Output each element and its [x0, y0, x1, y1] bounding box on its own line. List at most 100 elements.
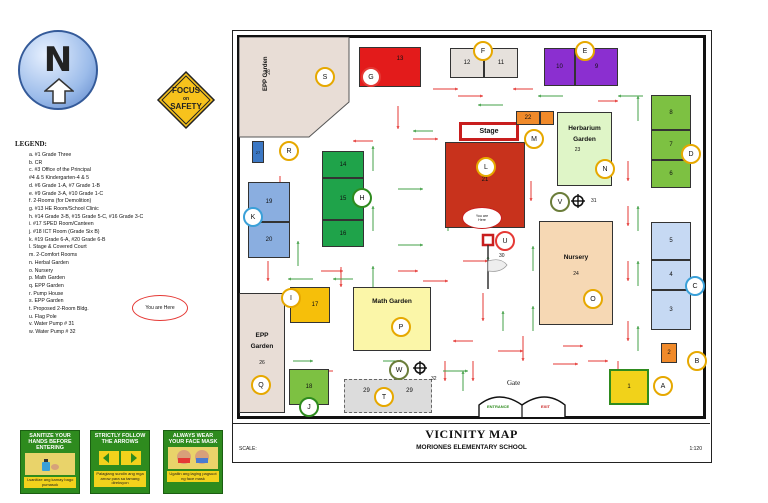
- marker-n: N: [595, 159, 615, 179]
- direction-arrow-head: [420, 243, 423, 247]
- direction-arrow-head: [478, 103, 481, 107]
- room-20: 20: [248, 222, 290, 258]
- warning-diamond-icon: [156, 70, 216, 130]
- legend-you-are-here-text: You are Here: [145, 305, 175, 311]
- legend-item: v. Water Pump # 31: [29, 321, 75, 328]
- room-19-label: 19: [265, 199, 273, 205]
- direction-arrow-head: [520, 349, 523, 353]
- marker-g: G: [361, 67, 381, 87]
- epp-garden-left: EPP Garden 26: [239, 293, 285, 413]
- water-pump-31-icon: [571, 194, 585, 208]
- math-garden: Math Garden: [353, 287, 431, 351]
- direction-arrow-head: [636, 326, 640, 329]
- school-boundary: [237, 35, 706, 419]
- direction-arrow-head: [605, 359, 608, 363]
- direction-arrow-head: [353, 139, 356, 143]
- marker-u: U: [495, 231, 515, 251]
- room-4-label: 4: [669, 272, 673, 278]
- arrows-icon: [95, 447, 145, 469]
- marker-w: W: [389, 360, 409, 380]
- epp-garden-left-label: EPP Garden: [250, 332, 274, 350]
- marker-o: O: [583, 289, 603, 309]
- herbarium-garden-label: Herbarium Garden: [568, 125, 601, 143]
- marker-l: L: [476, 157, 496, 177]
- poster-arrows-head: STRICTLY FOLLOW THE ARROWS: [94, 433, 146, 445]
- direction-arrow-head: [636, 96, 640, 99]
- room-11-label: 11: [497, 60, 505, 66]
- legend-title: LEGEND:: [15, 140, 47, 148]
- room-8: 8: [651, 95, 691, 130]
- poster-arrows-foot: Palagiang sundin ang mga arrow para sa t…: [94, 471, 146, 487]
- legend-item: a. #1 Grade Three: [29, 152, 72, 158]
- legend-you-are-here: You are Here: [132, 295, 188, 321]
- direction-arrow-head: [538, 94, 541, 98]
- compass: N: [18, 30, 98, 110]
- direction-arrow-head: [481, 318, 485, 321]
- direction-arrow-head: [296, 241, 300, 244]
- room-27: 27: [252, 141, 264, 163]
- map-title: VICINITY MAP: [425, 427, 518, 441]
- room-28: 28: [265, 69, 272, 75]
- direction-arrow-head: [531, 246, 535, 249]
- marker-e: E: [575, 41, 595, 61]
- legend-item: r. Pump House: [29, 290, 64, 297]
- room-14: 14: [322, 151, 364, 178]
- marker-v: V: [550, 192, 570, 212]
- legend-item: j. #18 ICT Room (Grade Six B): [29, 229, 100, 236]
- sign-line3: SAFETY: [170, 102, 202, 111]
- sanitizer-icon: [25, 453, 75, 475]
- direction-arrow-head: [371, 146, 375, 149]
- room-2: 2: [661, 343, 677, 363]
- room-3-label: 3: [669, 307, 673, 313]
- room-6-label: 6: [669, 171, 673, 177]
- map-you-are-here: You are Here: [462, 207, 502, 229]
- direction-arrow-head: [443, 378, 447, 381]
- focus-on-safety-sign: FOCUS on SAFETY: [156, 70, 216, 130]
- legend-item: e. #9 Grade 3-A, #10 Grade 1-C: [29, 190, 104, 197]
- direction-arrow-head: [636, 261, 640, 264]
- room-15-label: 15: [339, 196, 347, 202]
- direction-arrow-head: [580, 344, 583, 348]
- legend-item: q. EPP Garden: [29, 282, 64, 289]
- direction-arrow-head: [618, 94, 621, 98]
- room-31-label: 31: [591, 198, 597, 204]
- direction-arrow-head: [413, 129, 416, 133]
- direction-arrow-head: [453, 339, 456, 343]
- room-11: 11: [484, 48, 518, 78]
- direction-arrow-head: [415, 269, 418, 273]
- legend-item: k. #19 Grade 6-A, #20 Grade 6-B: [29, 236, 106, 243]
- legend-item: p. Math Garden: [29, 275, 66, 282]
- direction-arrow-head: [371, 206, 375, 209]
- room-8-label: 8: [669, 109, 673, 116]
- nursery: Nursery 24: [539, 221, 613, 325]
- room-23-label: 23: [574, 147, 581, 153]
- room-17-label: 17: [311, 302, 319, 308]
- poster-face-mask: ALWAYS WEAR YOUR FACE MASK Ugaliin ang l…: [163, 430, 223, 494]
- room-1: 1: [609, 369, 649, 405]
- room-22-label: 22: [524, 115, 532, 121]
- poster-sanitize: SANITIZE YOUR HANDS BEFORE ENTERING I-sa…: [20, 430, 80, 494]
- direction-arrow-head: [310, 359, 313, 363]
- room-30-label: 30: [499, 253, 505, 259]
- direction-arrow-head: [626, 278, 630, 281]
- room-5-label: 5: [669, 238, 673, 244]
- direction-arrow-head: [420, 187, 423, 191]
- stage: Stage: [459, 122, 519, 141]
- direction-arrow-head: [531, 306, 535, 309]
- stage-label: Stage: [479, 128, 499, 135]
- room-9-label: 9: [594, 64, 599, 70]
- gate-icon: [478, 396, 566, 417]
- room-16-label: 16: [339, 230, 347, 237]
- room-3: 3: [651, 290, 691, 330]
- school-name: MORIONES ELEMENTARY SCHOOL: [416, 444, 527, 451]
- marker-i: I: [281, 288, 301, 308]
- marker-d: D: [681, 144, 701, 164]
- room-13-label: 13: [396, 56, 404, 62]
- room-20-label: 20: [265, 237, 273, 243]
- direction-arrow-head: [396, 126, 400, 129]
- face-mask-icon: [168, 447, 218, 469]
- marker-c: C: [685, 276, 705, 296]
- sign-line1: FOCUS: [172, 86, 200, 95]
- direction-arrow-head: [529, 198, 533, 201]
